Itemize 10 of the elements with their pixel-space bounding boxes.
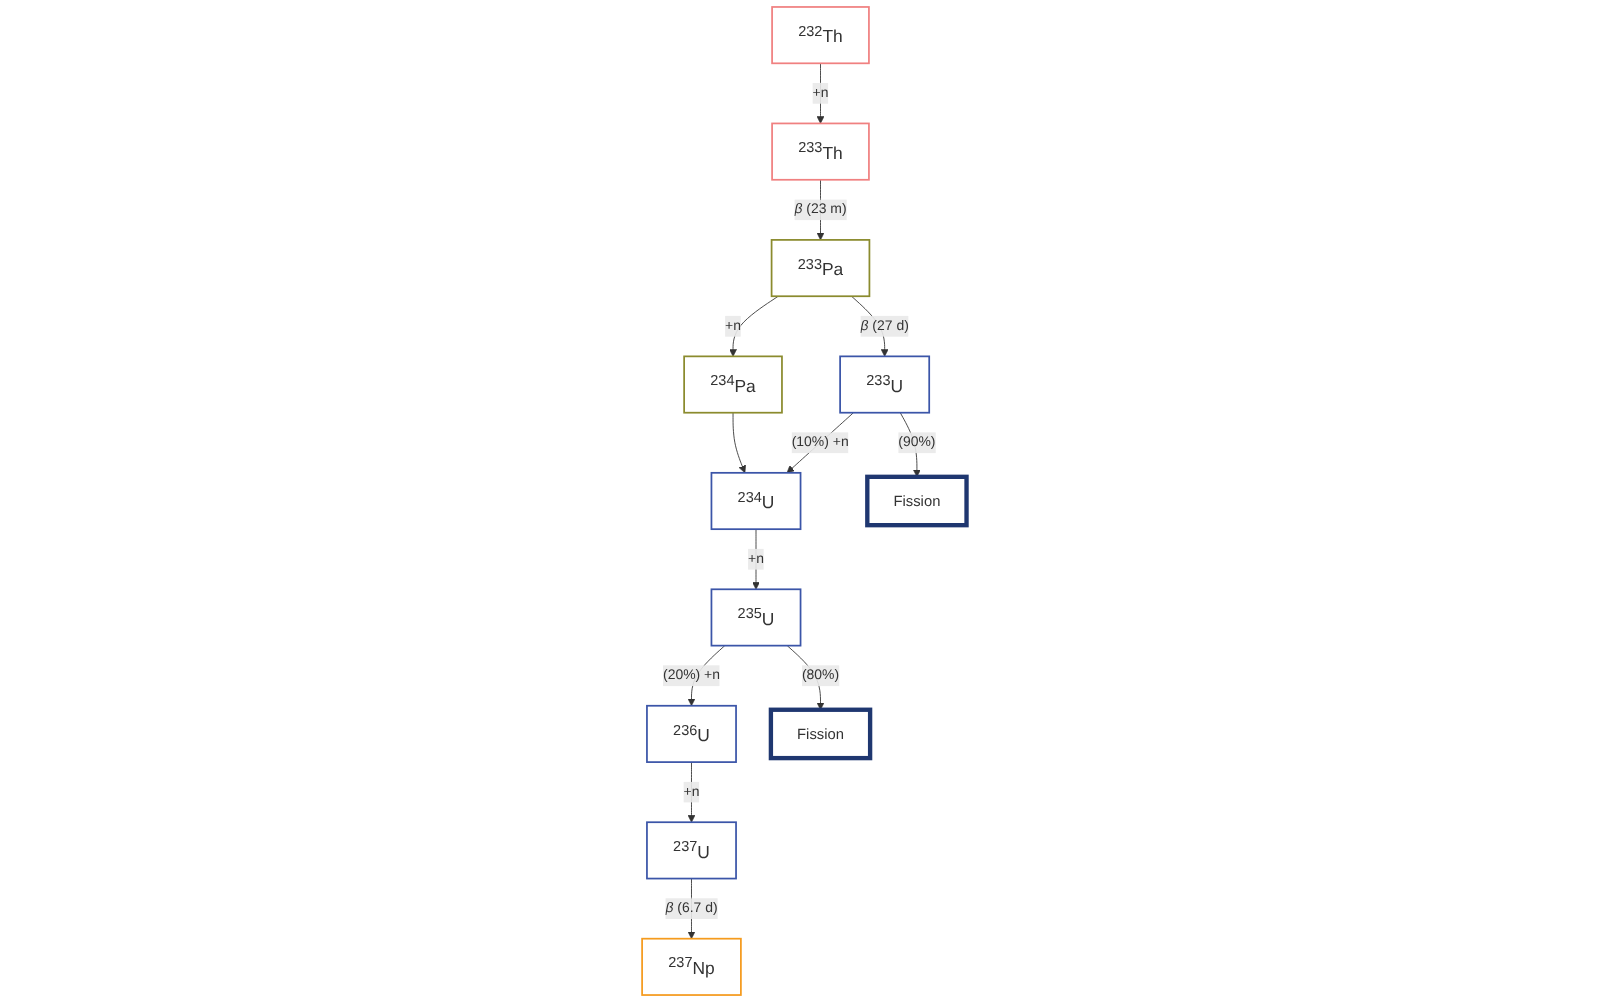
node-box: $^{233}$U — [838, 355, 930, 414]
node-box: $^{237}$Np — [640, 937, 742, 996]
node-box: $^{233}$Th — [770, 122, 870, 181]
node-box: $^{237}$U — [645, 821, 737, 880]
node-box: $^{235}$U — [710, 588, 802, 647]
node-box: $^{234}$Pa — [682, 355, 783, 414]
node-box: $^{232}$Th — [770, 6, 870, 65]
node-box: $^{233}$Pa — [770, 239, 870, 298]
node-box: $^{234}$U — [710, 471, 802, 531]
node-box: $^{236}$U — [645, 704, 737, 763]
